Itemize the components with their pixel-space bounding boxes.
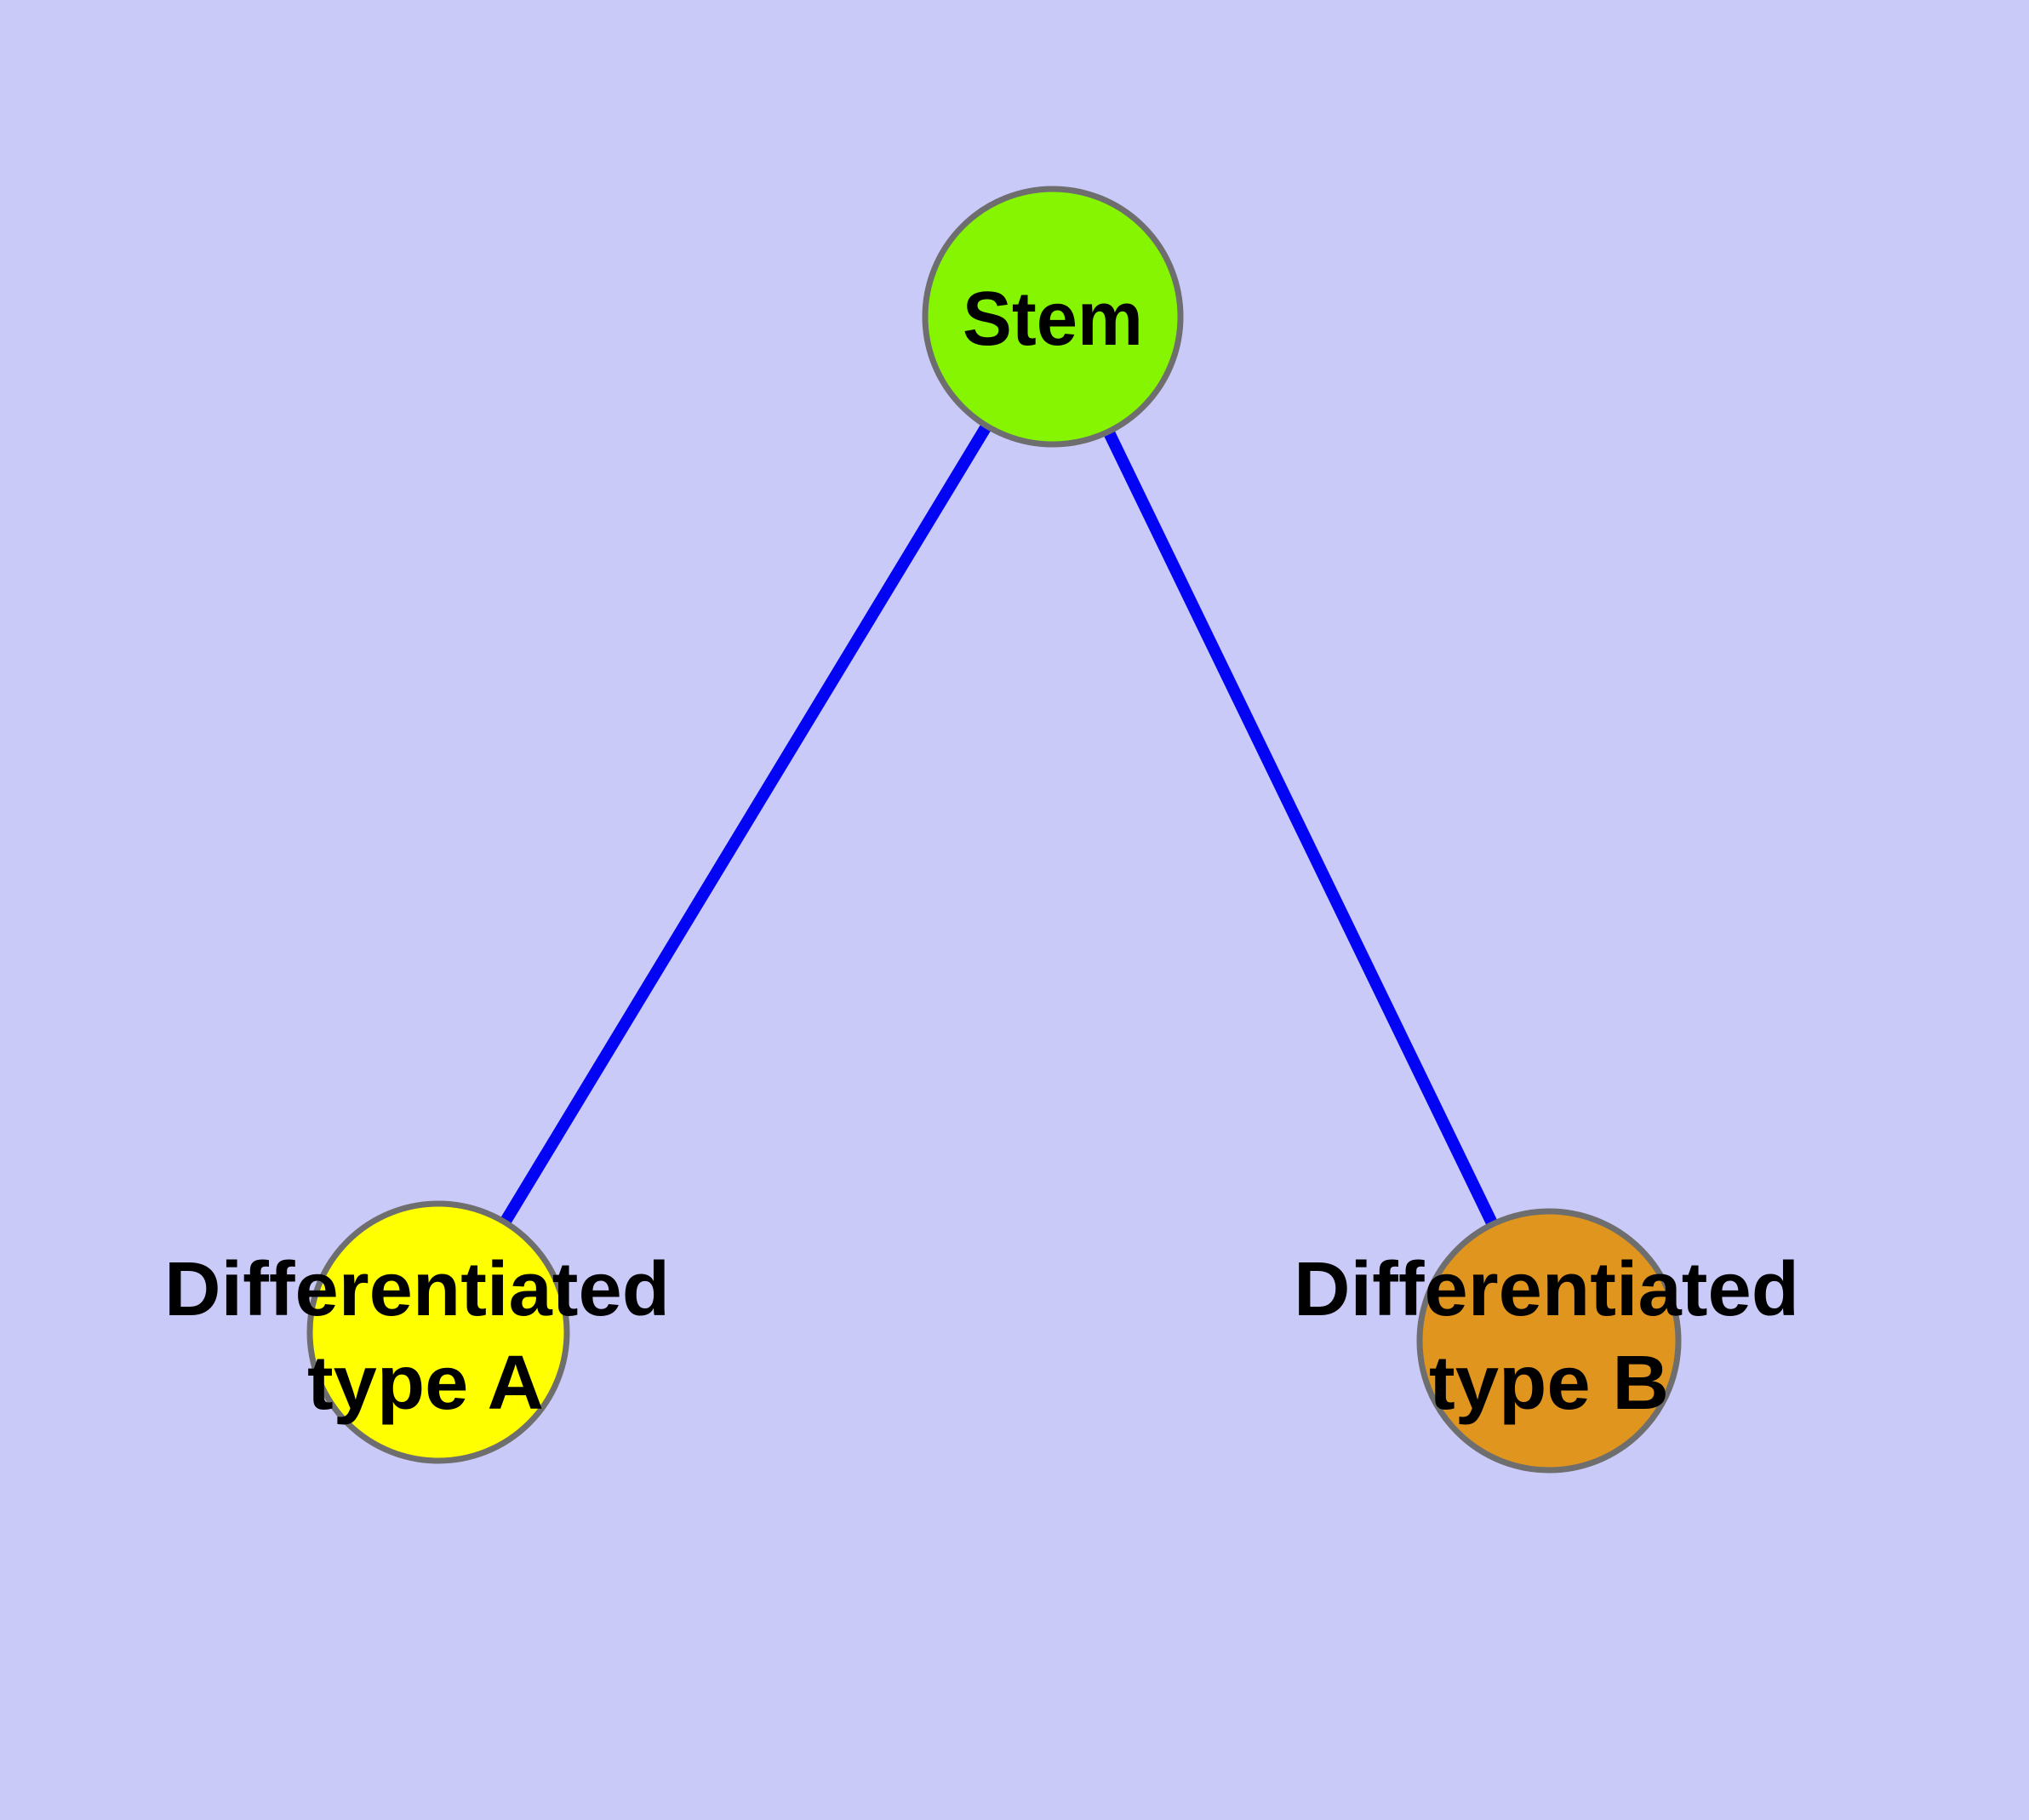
edge-stem-to-type-b bbox=[1047, 313, 1555, 1344]
node-differentiated-type-b-label-line2: type B bbox=[1429, 1341, 1669, 1426]
node-differentiated-type-a-label-line1: Differentiated bbox=[164, 1247, 670, 1332]
node-stem-label: Stem bbox=[963, 277, 1143, 362]
node-differentiated-type-a-label-line2: type A bbox=[307, 1341, 544, 1426]
node-stem bbox=[922, 186, 1184, 448]
node-differentiated-type-a bbox=[306, 1200, 570, 1464]
node-differentiated-type-b-label-line1: Differentiated bbox=[1294, 1247, 1799, 1332]
edge-stem-to-type-a bbox=[433, 313, 1058, 1336]
node-differentiated-type-b bbox=[1416, 1208, 1682, 1474]
